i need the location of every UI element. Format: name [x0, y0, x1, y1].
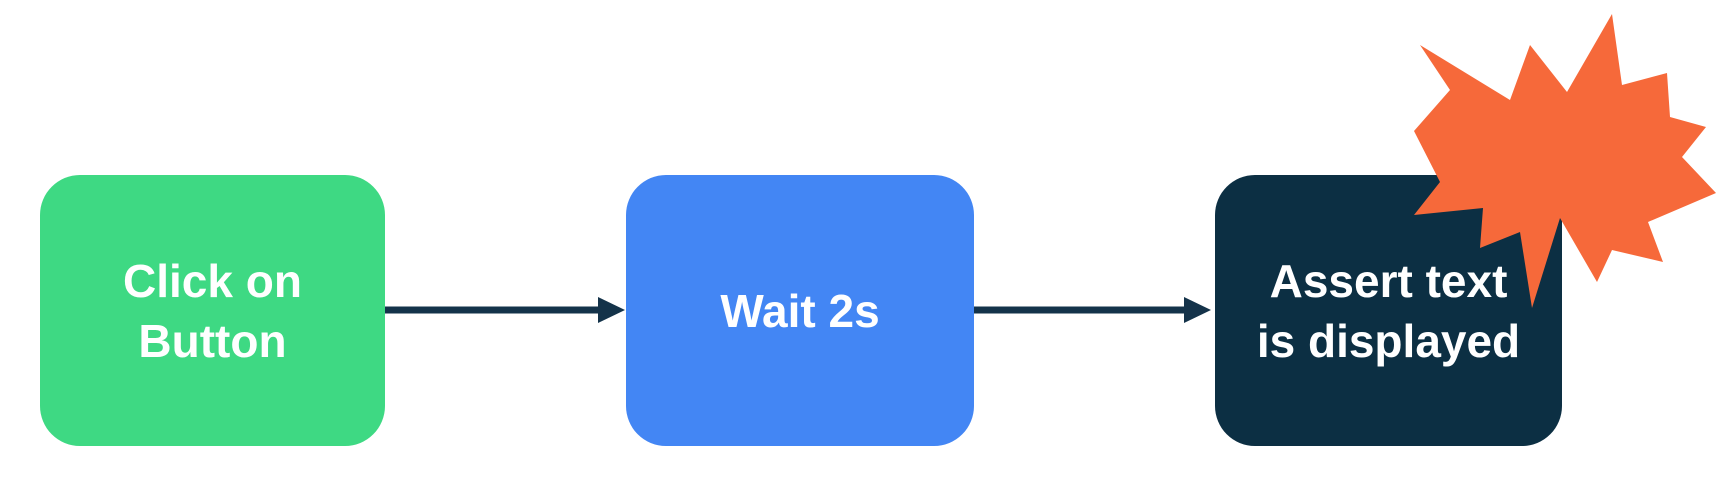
node-label-line: Button — [138, 314, 287, 367]
connector-arrow-1 — [385, 297, 625, 323]
node-wait-2s: Wait 2s — [626, 175, 974, 446]
node-label-line: is displayed — [1256, 314, 1521, 367]
node-label-line: Wait 2s — [720, 284, 880, 337]
node-click-on-button: Click on Button — [40, 175, 385, 446]
connector-arrow-2 — [974, 297, 1211, 323]
node-label-line: Assert text — [1269, 254, 1508, 307]
node-label-line: Click on — [123, 254, 302, 307]
arrowhead-icon — [598, 297, 625, 323]
node-assert-text-is-displayed: Assert text is displayed — [1215, 175, 1562, 446]
arrowhead-icon — [1184, 297, 1211, 323]
